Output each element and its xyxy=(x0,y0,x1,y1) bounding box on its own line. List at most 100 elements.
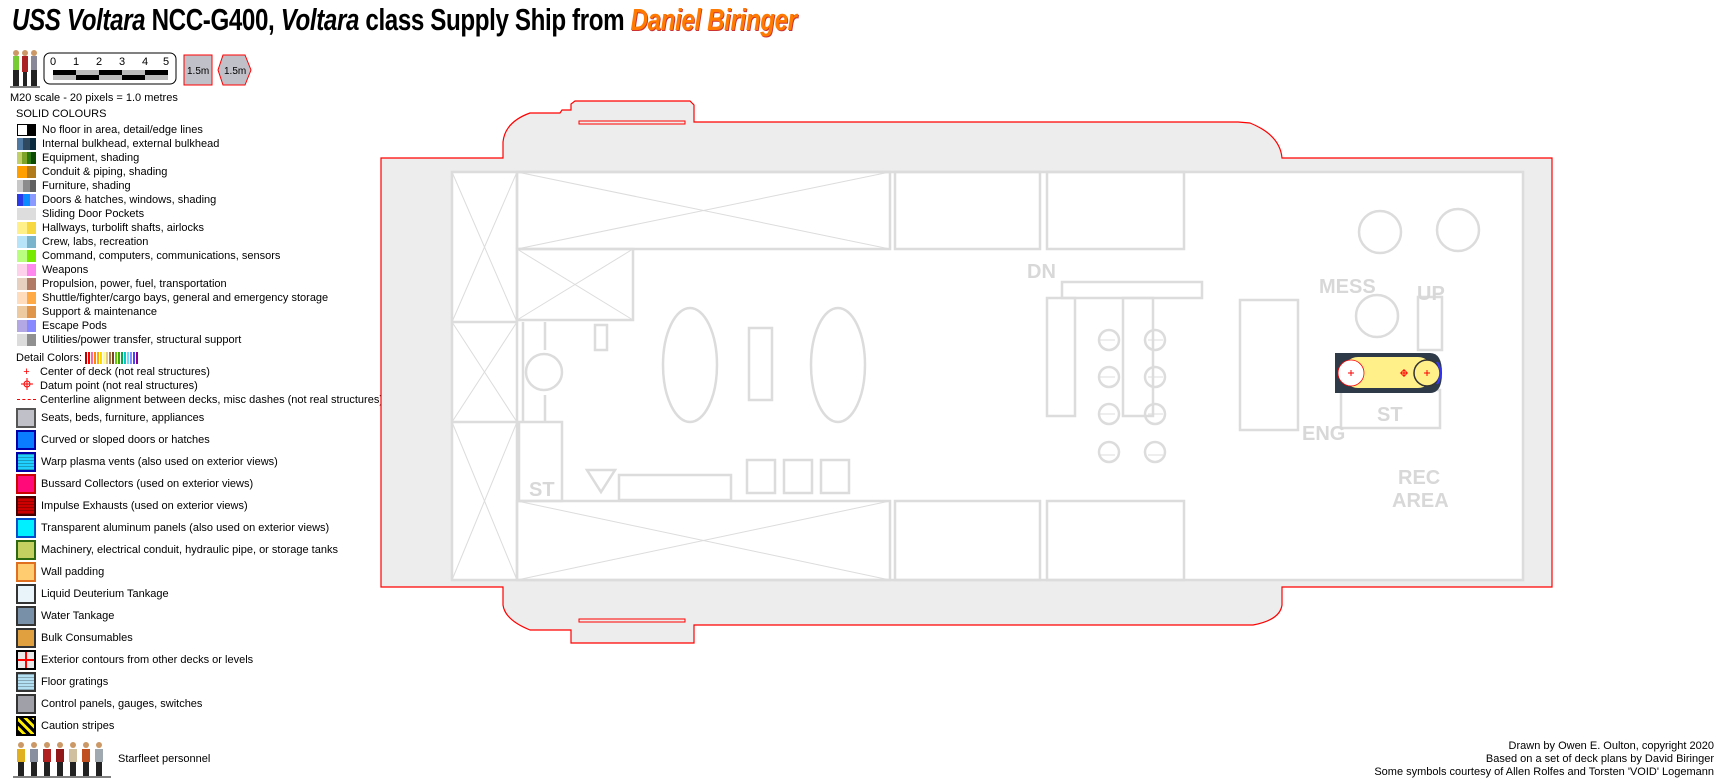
height-box-label: 1.5m xyxy=(187,66,209,77)
legend-label: Warp plasma vents (also used on exterior… xyxy=(41,456,278,468)
legend-label: Floor gratings xyxy=(41,676,109,688)
solid-colours-heading: SOLID COLOURS xyxy=(16,108,107,120)
legend-label: Bulk Consumables xyxy=(41,632,133,644)
detail-colour-swatch xyxy=(97,351,100,364)
detail-colors-label: Detail Colors: xyxy=(16,351,83,364)
legend-label: Machinery, electrical conduit, hydraulic… xyxy=(41,544,338,556)
detail-colour-swatch xyxy=(103,351,106,364)
pattern-swatch-icon xyxy=(16,540,36,560)
legend-pattern-item: Machinery, electrical conduit, hydraulic… xyxy=(16,540,338,560)
dashed-line-icon xyxy=(17,399,36,400)
legend-label: Control panels, gauges, switches xyxy=(41,698,203,710)
legend-label: Equipment, shading xyxy=(42,151,140,164)
legend-center-of-deck: +Center of deck (not real structures) xyxy=(17,365,210,378)
pattern-swatch-icon xyxy=(16,562,36,582)
legend-solid-item: Shuttle/fighter/cargo bays, general and … xyxy=(17,291,328,304)
scale-tick: 4 xyxy=(142,56,148,68)
center-marker-icon xyxy=(1348,369,1430,377)
registry: NCC-G400, xyxy=(151,2,275,37)
legend-pattern-item: Impulse Exhausts (used on exterior views… xyxy=(16,496,248,516)
legend-solid-item: Support & maintenance xyxy=(17,305,157,318)
legend-label: Support & maintenance xyxy=(42,305,157,318)
pattern-swatch-icon xyxy=(16,694,36,714)
legend-label: Exterior contours from other decks or le… xyxy=(41,654,254,666)
title-author: Daniel Biringer xyxy=(630,2,798,37)
legend-label: Centerline alignment between decks, misc… xyxy=(40,393,383,406)
legend-label: Weapons xyxy=(42,263,89,276)
colour-swatch-icon xyxy=(17,221,36,234)
detail-colour-swatch xyxy=(115,351,118,364)
legend-label: Utilities/power transfer, structural sup… xyxy=(42,333,242,346)
pattern-swatch-icon xyxy=(16,496,36,516)
legend-label: Doors & hatches, windows, shading xyxy=(42,193,217,206)
legend-label: No floor in area, detail/edge lines xyxy=(42,123,203,136)
legend-pattern-item: Bulk Consumables xyxy=(16,628,133,648)
hull-outline xyxy=(380,100,1553,644)
legend-datum-point: Datum point (not real structures) xyxy=(17,378,198,392)
legend-solid-item: Hallways, turbolift shafts, airlocks xyxy=(17,221,204,234)
legend-solid-item: Sliding Door Pockets xyxy=(17,207,144,220)
legend-label: Furniture, shading xyxy=(42,179,131,192)
legend-pattern-item: Bussard Collectors (used on exterior vie… xyxy=(16,474,253,494)
detail-colour-swatch xyxy=(91,351,94,364)
detail-colour-swatch xyxy=(136,351,139,364)
pattern-swatch-icon xyxy=(16,628,36,648)
colour-swatch-icon xyxy=(17,193,36,206)
legend-pattern-item: Floor gratings xyxy=(16,672,108,692)
pattern-swatch-icon xyxy=(16,430,36,450)
detail-colour-swatch xyxy=(85,351,88,364)
pattern-swatch-icon xyxy=(16,452,36,472)
page-title: USS Voltara NCC-G400, Voltara class Supp… xyxy=(12,2,797,38)
credit-symbols: Some symbols courtesy of Allen Rolfes an… xyxy=(1374,766,1714,778)
legend-label: Shuttle/fighter/cargo bays, general and … xyxy=(42,291,329,304)
detail-colour-swatch xyxy=(112,351,115,364)
pattern-swatch-icon xyxy=(16,650,36,670)
legend-label: Curved or sloped doors or hatches xyxy=(41,434,210,446)
pattern-swatch-icon xyxy=(16,408,36,428)
scale-tick: 2 xyxy=(96,56,102,68)
legend-label: Command, computers, communications, sens… xyxy=(42,249,281,262)
detail-colour-swatch xyxy=(133,351,136,364)
colour-swatch-icon xyxy=(17,123,36,136)
detail-colour-swatch xyxy=(127,351,130,364)
colour-swatch-icon xyxy=(17,249,36,262)
scale-tick: 0 xyxy=(50,56,56,68)
legend-label: Sliding Door Pockets xyxy=(42,207,145,220)
legend-pattern-item: Warp plasma vents (also used on exterior… xyxy=(16,452,278,472)
floor-plan-linework xyxy=(450,170,1525,582)
height-hex-label: 1.5m xyxy=(224,66,246,77)
ship-class: Voltara xyxy=(280,2,360,37)
scale-tick: 3 xyxy=(119,56,125,68)
legend-pattern-item: Seats, beds, furniture, appliances xyxy=(16,408,204,428)
legend-pattern-item: Control panels, gauges, switches xyxy=(16,694,202,714)
colour-swatch-icon xyxy=(17,179,36,192)
detail-colour-swatch xyxy=(94,351,97,364)
credit-based-on: Based on a set of deck plans by David Bi… xyxy=(1485,753,1714,765)
legend-label: Caution stripes xyxy=(41,720,115,732)
turbolift xyxy=(1335,353,1442,393)
label-eng: ENG xyxy=(1302,423,1345,445)
legend-label: Wall padding xyxy=(41,566,105,578)
label-rec: REC xyxy=(1398,467,1440,489)
colour-swatch-icon xyxy=(17,291,36,304)
legend-pattern-item: Water Tankage xyxy=(16,606,114,626)
legend-solid-item: Utilities/power transfer, structural sup… xyxy=(17,333,241,346)
legend-pattern-item: Caution stripes xyxy=(16,716,114,736)
label-st-left: ST xyxy=(529,479,555,501)
starfleet-personnel-icon xyxy=(13,742,111,778)
label-up: UP xyxy=(1417,283,1445,305)
pattern-swatch-icon xyxy=(16,518,36,538)
scale-tick: 1 xyxy=(73,56,79,68)
pattern-swatch-icon xyxy=(16,584,36,604)
colour-swatch-icon xyxy=(17,207,36,220)
colour-swatch-icon xyxy=(17,305,36,318)
legend-label: Conduit & piping, shading xyxy=(42,165,168,178)
legend-label: Hallways, turbolift shafts, airlocks xyxy=(42,221,204,234)
legend-solid-item: Equipment, shading xyxy=(17,151,139,164)
legend-solid-item: Propulsion, power, fuel, transportation xyxy=(17,277,227,290)
legend-pattern-item: Liquid Deuterium Tankage xyxy=(16,584,169,604)
scale-bar: 0 1 2 3 4 5 1.5m 1.5m xyxy=(10,50,252,88)
detail-colour-swatch xyxy=(106,351,109,364)
colour-swatch-icon xyxy=(17,151,36,164)
